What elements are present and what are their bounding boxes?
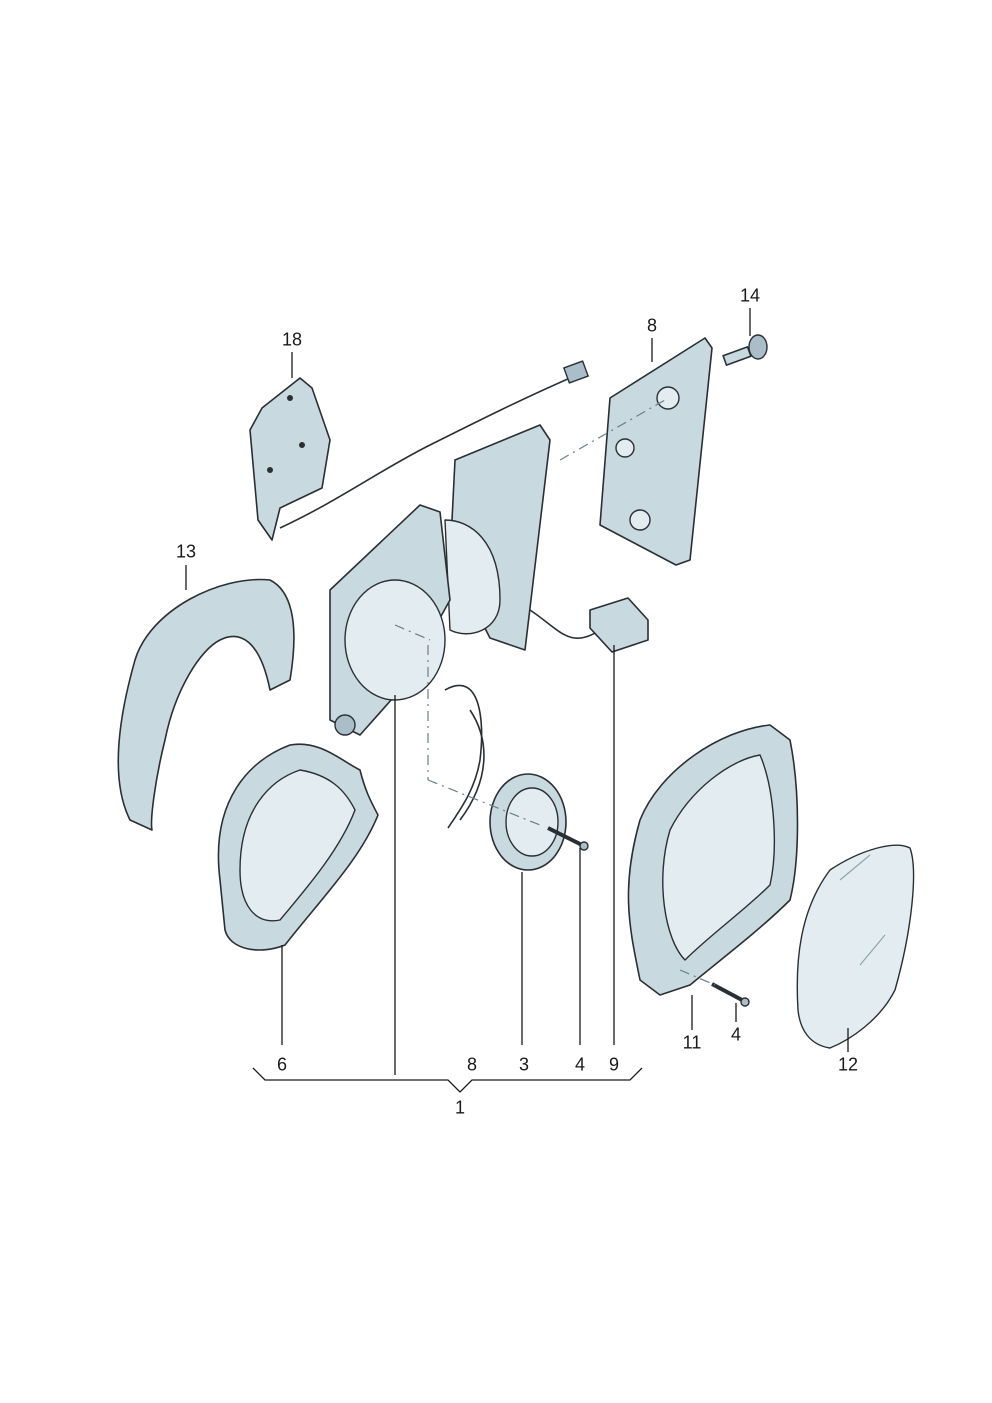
- callout-11: 11: [682, 1032, 702, 1053]
- callout-18: 18: [281, 329, 303, 350]
- mirror-base-assembly: [329, 424, 551, 736]
- callout-13: 13: [175, 541, 197, 562]
- callout-8-top: 8: [646, 315, 658, 336]
- callout-6: 6: [276, 1054, 288, 1075]
- part-3-adjustment-motor: [489, 773, 567, 871]
- callout-8-bottom: 8: [466, 1054, 478, 1075]
- motor-wiring: [444, 684, 485, 829]
- callout-4-right: 4: [730, 1024, 742, 1045]
- part-4-screw-a: [547, 826, 589, 851]
- group-bracket-1: [252, 1067, 643, 1093]
- part-8-plate: [599, 337, 713, 566]
- part-18-bracket-plate: [249, 377, 331, 541]
- callout-3: 3: [518, 1054, 530, 1075]
- alignment-lines: [394, 399, 716, 986]
- callout-1: 1: [454, 1097, 466, 1118]
- callout-4-left: 4: [574, 1054, 586, 1075]
- cable-harness: [279, 360, 589, 529]
- part-14-bolt: [722, 334, 768, 366]
- part-4-screw-b: [711, 982, 750, 1007]
- callout-9: 9: [608, 1054, 620, 1075]
- callout-14: 14: [739, 285, 761, 306]
- part-13-housing-cover: [117, 578, 295, 831]
- part-9-connector: [529, 597, 649, 653]
- part-12-mirror-glass: [796, 844, 915, 1049]
- part-11-mirror-frame: [627, 724, 799, 996]
- callout-12: 12: [837, 1054, 859, 1075]
- leader-lines: [185, 308, 849, 1075]
- part-6-mirror-cap: [217, 743, 379, 951]
